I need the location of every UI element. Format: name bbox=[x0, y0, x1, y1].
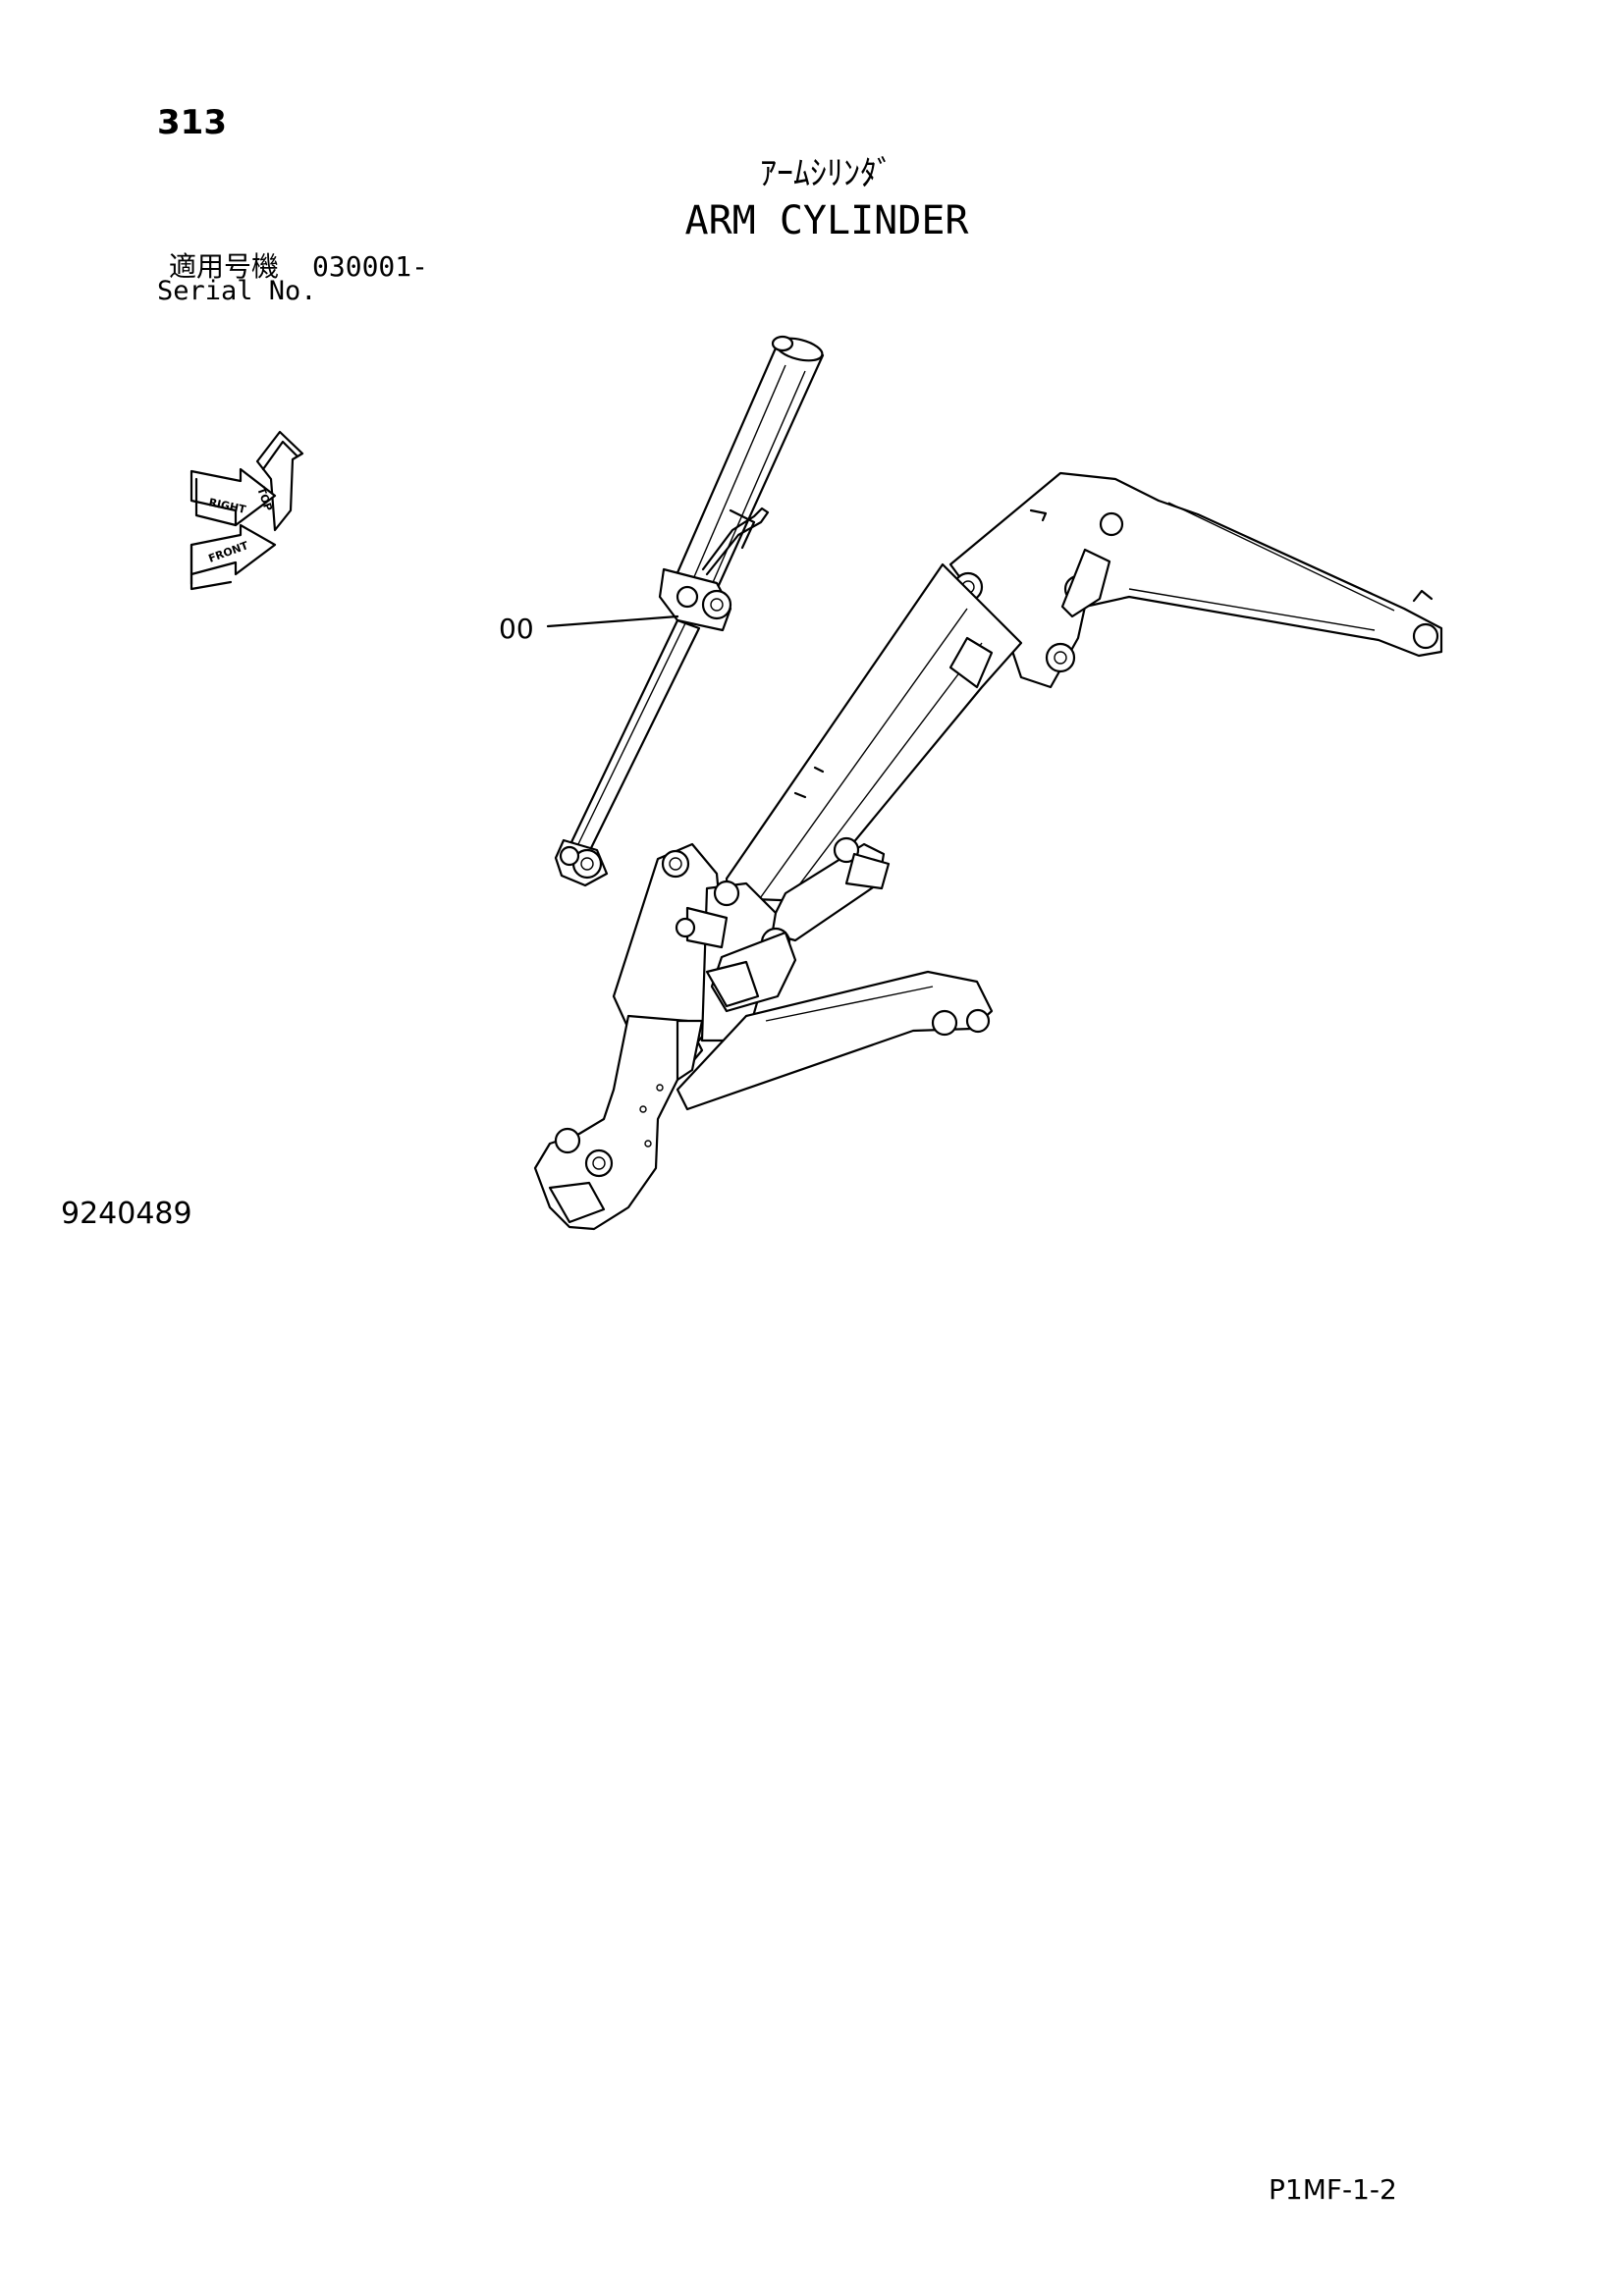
top-arrow-icon bbox=[255, 430, 304, 532]
arm-cylinder-drawing bbox=[554, 335, 825, 887]
page-code: P1MF-1-2 bbox=[1269, 2173, 1397, 2206]
drawing-number: 9240489 bbox=[61, 1197, 192, 1231]
orientation-icon: TOP RIGHT FRONT bbox=[189, 430, 304, 591]
callout-label: 00 bbox=[499, 613, 534, 645]
serial-value: 030001- bbox=[312, 250, 429, 283]
boom-assembly-drawing bbox=[533, 471, 1443, 1231]
title-japanese: ｱｰﾑｼﾘﾝﾀﾞ bbox=[760, 154, 893, 193]
title-english: ARM CYLINDER bbox=[684, 198, 969, 243]
callout-leader bbox=[546, 614, 679, 628]
front-arrow-icon bbox=[189, 523, 277, 576]
serial-label-japanese: 適用号機 bbox=[169, 250, 280, 283]
serial-label-english: Serial No. bbox=[157, 276, 317, 306]
page-number: 313 bbox=[157, 103, 227, 142]
right-arrow-icon bbox=[189, 467, 277, 527]
